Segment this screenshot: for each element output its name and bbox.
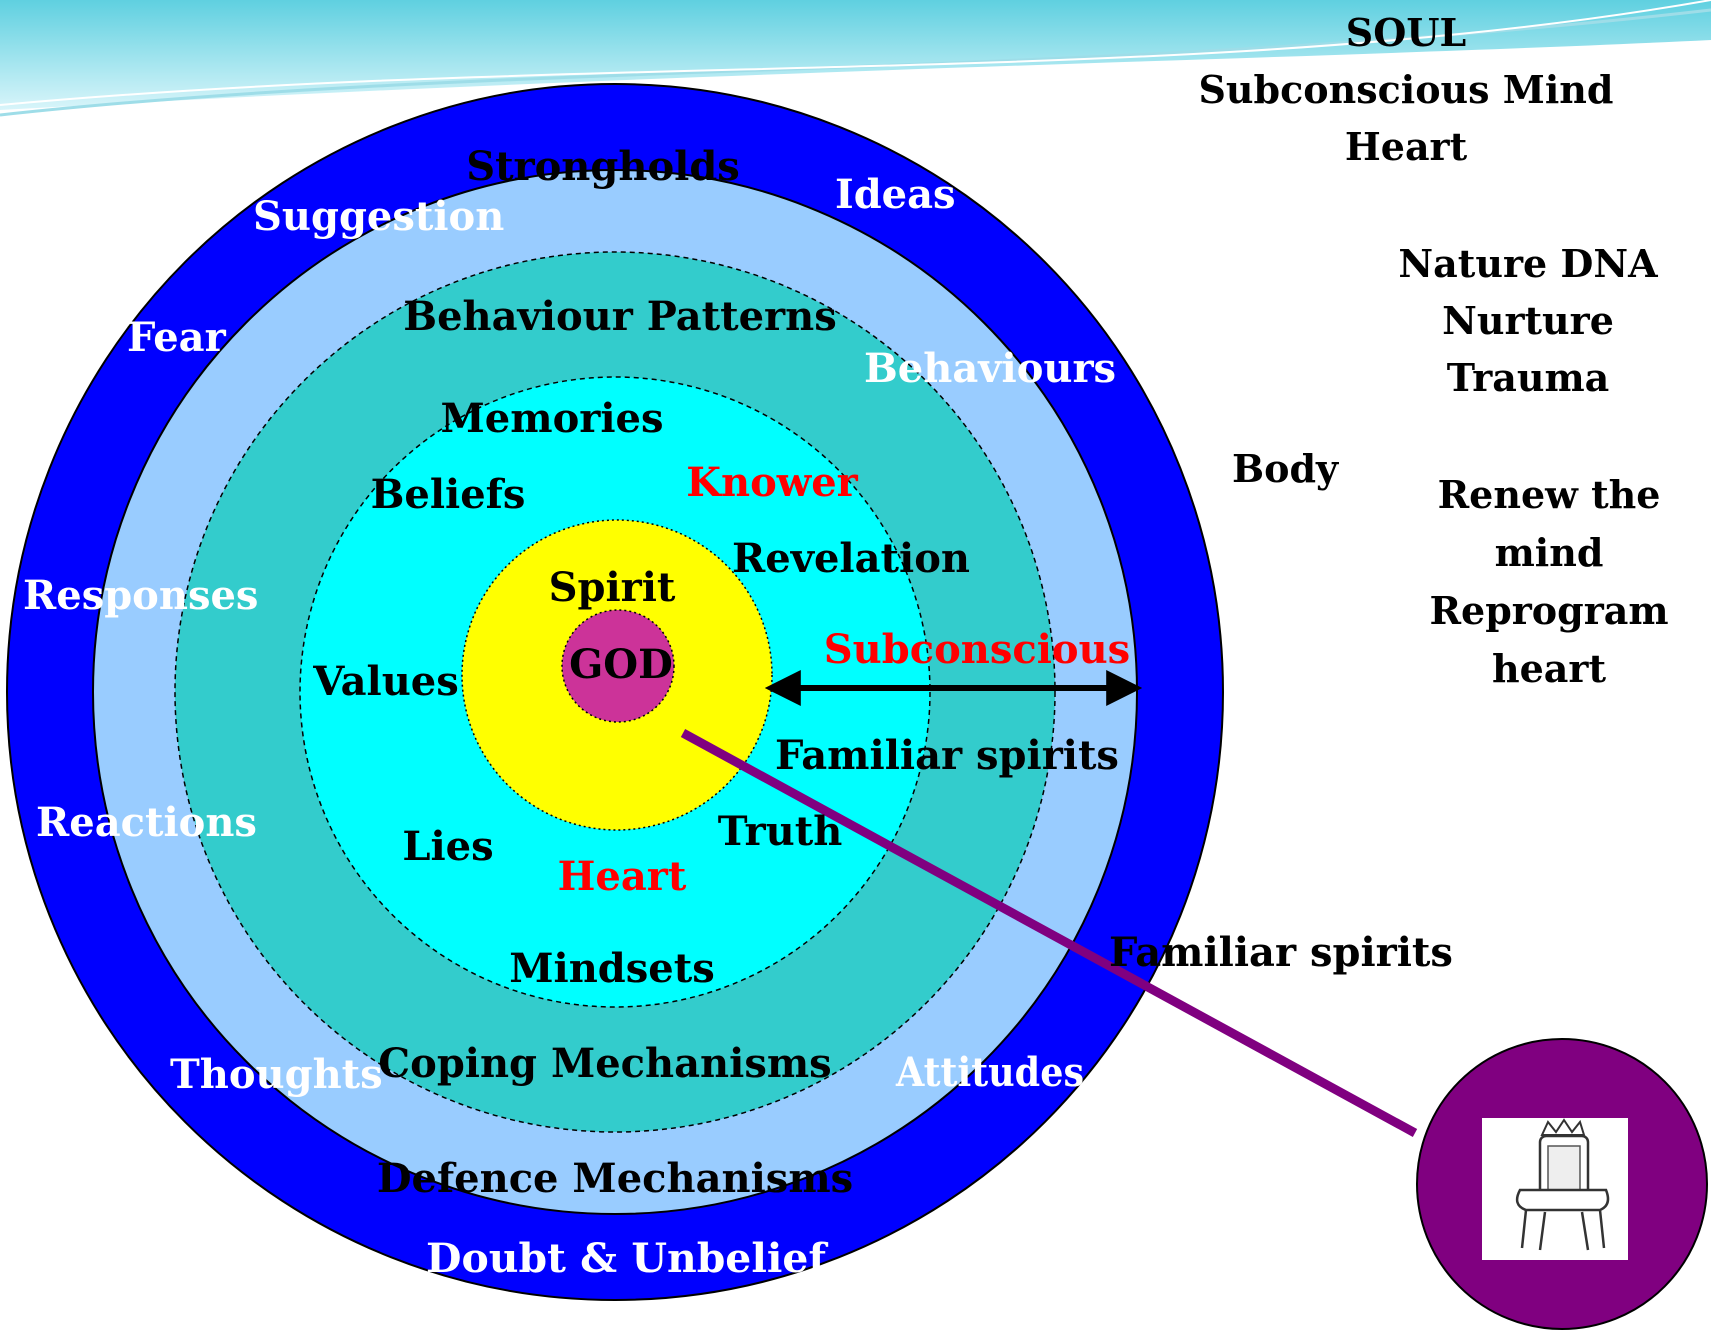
attitudes-label: Attitudes <box>895 1049 1084 1096</box>
renew-line-2: mind <box>1495 530 1604 575</box>
coping-mechanisms-label: Coping Mechanisms <box>378 1040 831 1087</box>
behaviours-label: Behaviours <box>864 345 1116 392</box>
nature-dna-label: Nature DNA <box>1398 241 1658 286</box>
reactions-label: Reactions <box>36 799 257 846</box>
throne-icon <box>1482 1118 1628 1260</box>
lies-label: Lies <box>402 823 493 870</box>
behaviour-patterns-label: Behaviour Patterns <box>403 293 836 340</box>
god-circle <box>561 609 675 723</box>
revelation-label: Revelation <box>732 535 970 582</box>
mindsets-label: Mindsets <box>509 945 715 992</box>
fear-label: Fear <box>127 314 227 361</box>
pointer-line <box>680 729 1418 1137</box>
header-banner <box>0 0 1711 117</box>
heart-inner-label: Heart <box>558 853 687 900</box>
renew-line-3: Reprogram <box>1429 588 1668 633</box>
soul-label: SOUL <box>1346 10 1466 55</box>
thoughts-label: Thoughts <box>170 1051 383 1098</box>
renew-line-4: heart <box>1492 646 1606 691</box>
values-label: Values <box>312 658 459 705</box>
subconscious-label: Subconscious <box>824 626 1130 673</box>
familiar-spirits-outer-label: Familiar spirits <box>1109 929 1453 976</box>
ideas-label: Ideas <box>835 171 956 218</box>
god-label: GOD <box>569 641 673 688</box>
truth-label: Truth <box>718 808 843 855</box>
trauma-label: Trauma <box>1447 355 1610 400</box>
memories-label: Memories <box>441 395 664 442</box>
knower-label: Knower <box>686 459 858 506</box>
defence-mechanisms-label: Defence Mechanisms <box>377 1155 853 1202</box>
body-label: Body <box>1232 446 1339 491</box>
renew-line-1: Renew the <box>1438 472 1661 517</box>
suggestion-label: Suggestion <box>253 193 504 240</box>
doubt-unbelief-label: Doubt & Unbelief <box>426 1235 829 1282</box>
beliefs-label: Beliefs <box>371 471 526 518</box>
familiar-spirits-inner-label: Familiar spirits <box>775 732 1119 779</box>
responses-label: Responses <box>23 572 258 619</box>
heart-header-label: Heart <box>1345 124 1468 169</box>
subconscious-mind-label: Subconscious Mind <box>1198 67 1613 112</box>
spirit-label: Spirit <box>549 564 676 611</box>
strongholds-label: Strongholds <box>466 143 740 190</box>
nurture-label: Nurture <box>1442 298 1614 343</box>
